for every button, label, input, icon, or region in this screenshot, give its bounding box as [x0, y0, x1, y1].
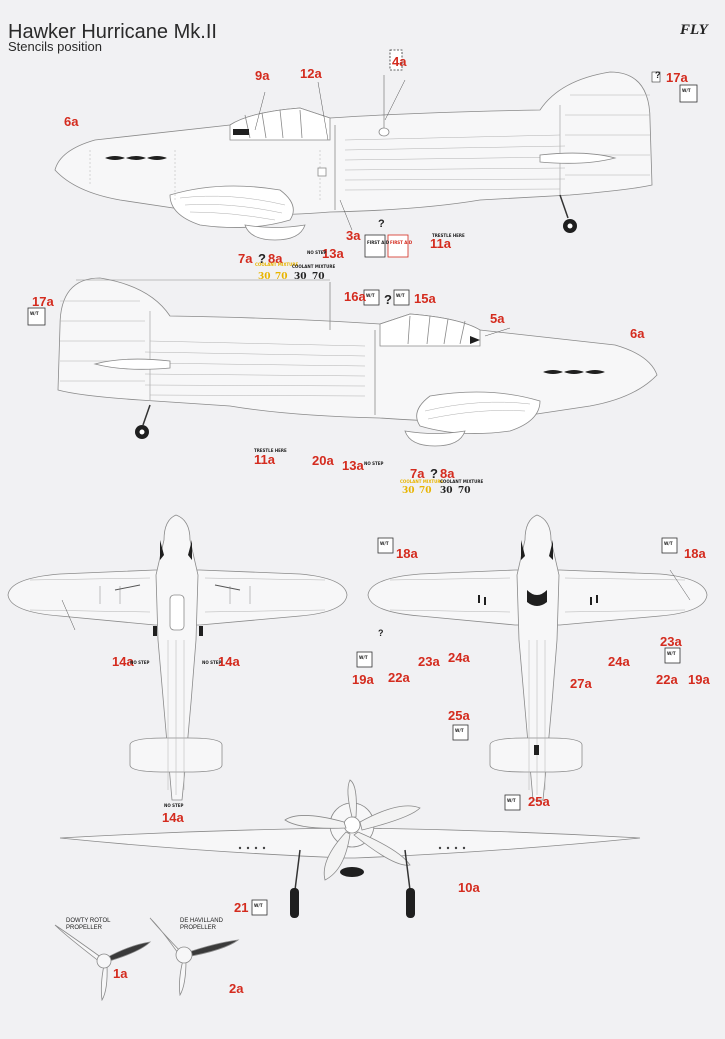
callout-13a-mid: 13a [342, 458, 364, 473]
callout-17a-top: 17a [666, 70, 688, 85]
no-step-tail: NO STEP [164, 803, 184, 808]
callout-19a-left: 19a [352, 672, 374, 687]
callout-7a-mid: 7a [410, 466, 425, 481]
callout-11a-top: 11a [430, 236, 451, 251]
wt-box-19a-left: W/T [359, 655, 368, 660]
no-step-wing-right: NO STEP [202, 660, 222, 665]
callout-22a-left: 22a [388, 670, 410, 685]
callout-9a: 9a [255, 68, 270, 83]
wt-box-18a-right: W/T [664, 541, 673, 546]
callout-12a: 12a [300, 66, 322, 81]
callout-6a-top: 6a [64, 114, 79, 129]
top-view [7, 514, 348, 801]
question-mark-19a: ? [378, 628, 384, 638]
callout-23a-left: 23a [418, 654, 440, 669]
fuel-30-mid: 30 [440, 486, 453, 496]
callout-21: 21 [234, 900, 249, 915]
callout-25a-top: 25a [448, 708, 470, 723]
callout-8a-top: 8a [268, 251, 283, 266]
question-mark-16a: ? [384, 292, 392, 307]
trestle-top: TRESTLE HERE [432, 233, 465, 238]
wt-box-18a-left: W/T [380, 541, 389, 546]
callout-18a-left: 18a [396, 546, 418, 561]
coolant-label-mid-yellow: COOLANT MIXTURE [400, 479, 444, 484]
callout-14a-right: 14a [218, 654, 240, 669]
question-mark-8a: ? [258, 251, 266, 266]
fuel-30-top-yellow: 30 [258, 272, 271, 282]
wt-box-17a-top: W/T [682, 88, 691, 93]
wt-box-19a-right: W/T [667, 651, 676, 656]
callout-27a: 27a [570, 676, 592, 691]
callout-13a-top: 13a [322, 246, 344, 261]
fuel-70-top: 70 [312, 272, 325, 282]
callout-8a-mid: 8a [440, 466, 455, 481]
side-view-right-profile [57, 277, 658, 447]
no-step-13a-top: NO STEP [307, 250, 327, 255]
stencil-boxes [27, 49, 698, 916]
callout-19a-right: 19a [688, 672, 710, 687]
callout-14a-tail: 14a [162, 810, 184, 825]
front-view [59, 779, 641, 918]
callout-25a-bottom: 25a [528, 794, 550, 809]
fuel-70-top-yellow: 70 [275, 272, 288, 282]
question-mark-17a: ? [655, 70, 661, 80]
coolant-label-top-yellow: COOLANT MIXTURE [255, 262, 299, 267]
callout-7a-top: 7a [238, 251, 253, 266]
callout-6a-mid: 6a [630, 326, 645, 341]
dh-propeller [149, 917, 240, 997]
fuel-70-mid: 70 [458, 486, 471, 496]
callout-2a: 2a [229, 981, 244, 996]
callout-14a-left: 14a [112, 654, 134, 669]
callout-10a: 10a [458, 880, 480, 895]
trestle-mid: TRESTLE HERE [254, 448, 287, 453]
callout-1a: 1a [113, 966, 128, 981]
wt-box-25a-bottom: W/T [507, 798, 516, 803]
wt-box-17a-mid: W/T [30, 311, 39, 316]
no-step-13a-mid: NO STEP [364, 461, 384, 466]
fuel-70-mid-yellow: 70 [419, 486, 432, 496]
page-subtitle: Stencils position [8, 39, 102, 54]
wt-box-21: W/T [254, 903, 263, 908]
callout-24a-left: 24a [448, 650, 470, 665]
dowty-propeller-label: DOWTY ROTOL PROPELLER [66, 918, 111, 931]
callout-22a-right: 22a [656, 672, 678, 687]
question-mark-8a-mid: ? [430, 466, 438, 481]
leader-lines [61, 79, 691, 631]
fuel-30-top: 30 [294, 272, 307, 282]
no-step-wing-left: NO STEP [130, 660, 150, 665]
question-mark-3a: ? [378, 218, 385, 230]
callout-5a: 5a [490, 311, 505, 326]
brand-logo: FLY [680, 22, 708, 38]
callout-18a-right: 18a [684, 546, 706, 561]
dowty-propeller [54, 924, 152, 1002]
coolant-label-top: COOLANT MIXTURE [292, 264, 336, 269]
callout-23a-right: 23a [660, 634, 682, 649]
callout-3a: 3a [346, 228, 361, 243]
side-view-left-profile [54, 71, 653, 241]
first-aid-box: FIRST AID [367, 240, 390, 245]
callout-24a-right: 24a [608, 654, 630, 669]
wt-box-15a: W/T [396, 293, 405, 298]
bottom-view [367, 514, 708, 801]
wt-box-16a: W/T [366, 293, 375, 298]
fuel-30-mid-yellow: 30 [402, 486, 415, 496]
page-title: Hawker Hurricane Mk.II [8, 21, 217, 43]
callout-4a: 4a [392, 54, 407, 69]
callout-17a-mid: 17a [32, 294, 54, 309]
callout-20a: 20a [312, 453, 334, 468]
callout-16a: 16a [344, 289, 366, 304]
wt-box-25a-top: W/T [455, 728, 464, 733]
first-aid-box-red: FIRST AID [390, 240, 413, 245]
callout-11a-mid: 11a [254, 452, 275, 467]
coolant-label-mid: COOLANT MIXTURE [440, 479, 484, 484]
callout-15a: 15a [414, 291, 436, 306]
dh-propeller-label: DE HAVILLAND PROPELLER [180, 918, 223, 931]
